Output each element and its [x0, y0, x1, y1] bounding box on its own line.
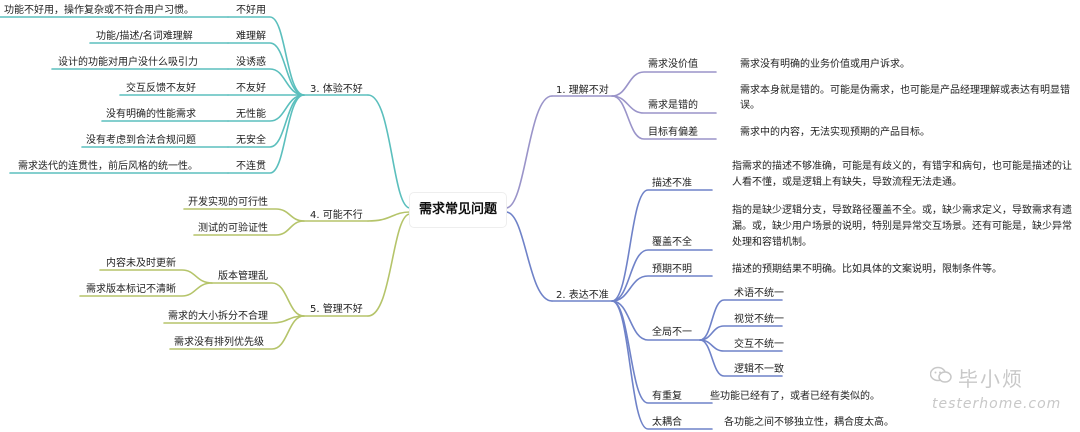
desc-unclear-expectation: 描述的预期结果不明确。比如具体的文案说明，限制条件等。: [732, 264, 1002, 275]
desc-wrong-requirement-line2: 误。: [740, 100, 760, 111]
desc-no-value: 需求没有明确的业务价值或用户诉求。: [740, 59, 910, 70]
branch-inaccurate[interactable]: 2. 表达不准: [556, 290, 609, 301]
node-no-appeal[interactable]: 没诱惑: [236, 57, 266, 68]
desc-incoherent: 需求迭代的连贯性，前后风格的统一性。: [18, 161, 198, 172]
branch-infeasible[interactable]: 4. 可能不行: [310, 210, 363, 221]
node-coupled[interactable]: 太耦合: [652, 417, 682, 428]
sub-logic[interactable]: 逻辑不一致: [734, 364, 784, 375]
root-label: 需求常见问题: [418, 202, 497, 217]
node-no-performance[interactable]: 无性能: [236, 109, 266, 120]
node-version-chaos[interactable]: 版本管理乱: [218, 271, 268, 282]
wechat-icon: [930, 366, 952, 383]
node-no-priority[interactable]: 需求没有排列优先级: [174, 337, 264, 348]
sub-version-mark-unclear[interactable]: 需求版本标记不清晰: [86, 284, 176, 295]
desc-no-security: 没有考虑到合法合规问题: [86, 135, 196, 146]
node-unfriendly[interactable]: 不友好: [236, 83, 266, 94]
desc-hard-to-understand: 功能/描述/名词难理解: [96, 31, 193, 42]
node-duplicate[interactable]: 有重复: [652, 391, 682, 402]
desc-no-performance: 没有明确的性能需求: [106, 109, 196, 120]
sub-visual[interactable]: 视觉不统一: [734, 314, 784, 325]
sub-content-not-updated[interactable]: 内容未及时更新: [106, 258, 176, 269]
node-no-security[interactable]: 无安全: [236, 135, 266, 146]
sub-interaction[interactable]: 交互不统一: [734, 339, 784, 350]
desc-no-appeal: 设计的功能对用户没什么吸引力: [58, 57, 198, 68]
branch-bad-experience[interactable]: 3. 体验不好: [310, 84, 363, 95]
desc-unfriendly: 交互反馈不友好: [126, 83, 196, 94]
desc-coverage-line2: 漏。或，缺少用户场景的说明，特别是异常交互场景。还有可能是，缺少异常: [732, 221, 1072, 232]
root-node[interactable]: 需求常见问题: [410, 193, 506, 227]
desc-duplicate: 些功能已经有了，或者已经有类似的。: [710, 391, 880, 402]
node-test-verifiability[interactable]: 测试的可验证性: [198, 223, 268, 234]
node-hard-to-use[interactable]: 不好用: [236, 5, 266, 16]
node-hard-to-understand[interactable]: 难理解: [236, 31, 266, 42]
desc-hard-to-use: 功能不好用，操作复杂或不符合用户习惯。: [4, 5, 194, 16]
node-dev-feasibility[interactable]: 开发实现的可行性: [188, 197, 268, 208]
node-global-inconsistency[interactable]: 全局不一: [652, 327, 692, 338]
desc-goal-deviation: 需求中的内容，无法实现预期的产品目标。: [740, 127, 930, 138]
sub-terminology[interactable]: 术语不统一: [734, 288, 784, 299]
node-wrong-requirement[interactable]: 需求是错的: [648, 100, 698, 111]
node-incomplete-coverage[interactable]: 覆盖不全: [652, 237, 692, 248]
node-incoherent[interactable]: 不连贯: [236, 161, 266, 172]
watermark-site: testerhome.com: [932, 396, 1062, 412]
node-goal-deviation[interactable]: 目标有偏差: [648, 127, 698, 138]
node-size-split[interactable]: 需求的大小拆分不合理: [168, 311, 268, 322]
node-no-value[interactable]: 需求没价值: [648, 59, 698, 70]
node-unclear-expectation[interactable]: 预期不明: [652, 264, 692, 275]
desc-coverage-line1: 指的是缺少逻辑分支，导致路径覆盖不全。或，缺少需求定义，导致需求有遗: [732, 205, 1072, 216]
branch-bad-management[interactable]: 5. 管理不好: [310, 304, 363, 315]
watermark-name: 毕小烦: [958, 367, 1024, 391]
desc-imprecise-line1: 指需求的描述不够准确，可能是有歧义的，有错字和病句，也可能是描述的让: [732, 161, 1072, 172]
desc-imprecise-line2: 人看不懂，或是逻辑上有缺失，导致流程无法走通。: [732, 177, 962, 188]
desc-coverage-line3: 处理和容错机制。: [732, 237, 812, 248]
desc-coupled: 各功能之间不够独立性，耦合度太高。: [724, 417, 894, 428]
node-imprecise-description[interactable]: 描述不准: [652, 178, 692, 189]
desc-wrong-requirement-line1: 需求本身就是错的。可能是伪需求，也可能是产品经理理解或表达有明显错: [740, 85, 1070, 96]
branch-misunderstand[interactable]: 1. 理解不对: [556, 85, 609, 96]
